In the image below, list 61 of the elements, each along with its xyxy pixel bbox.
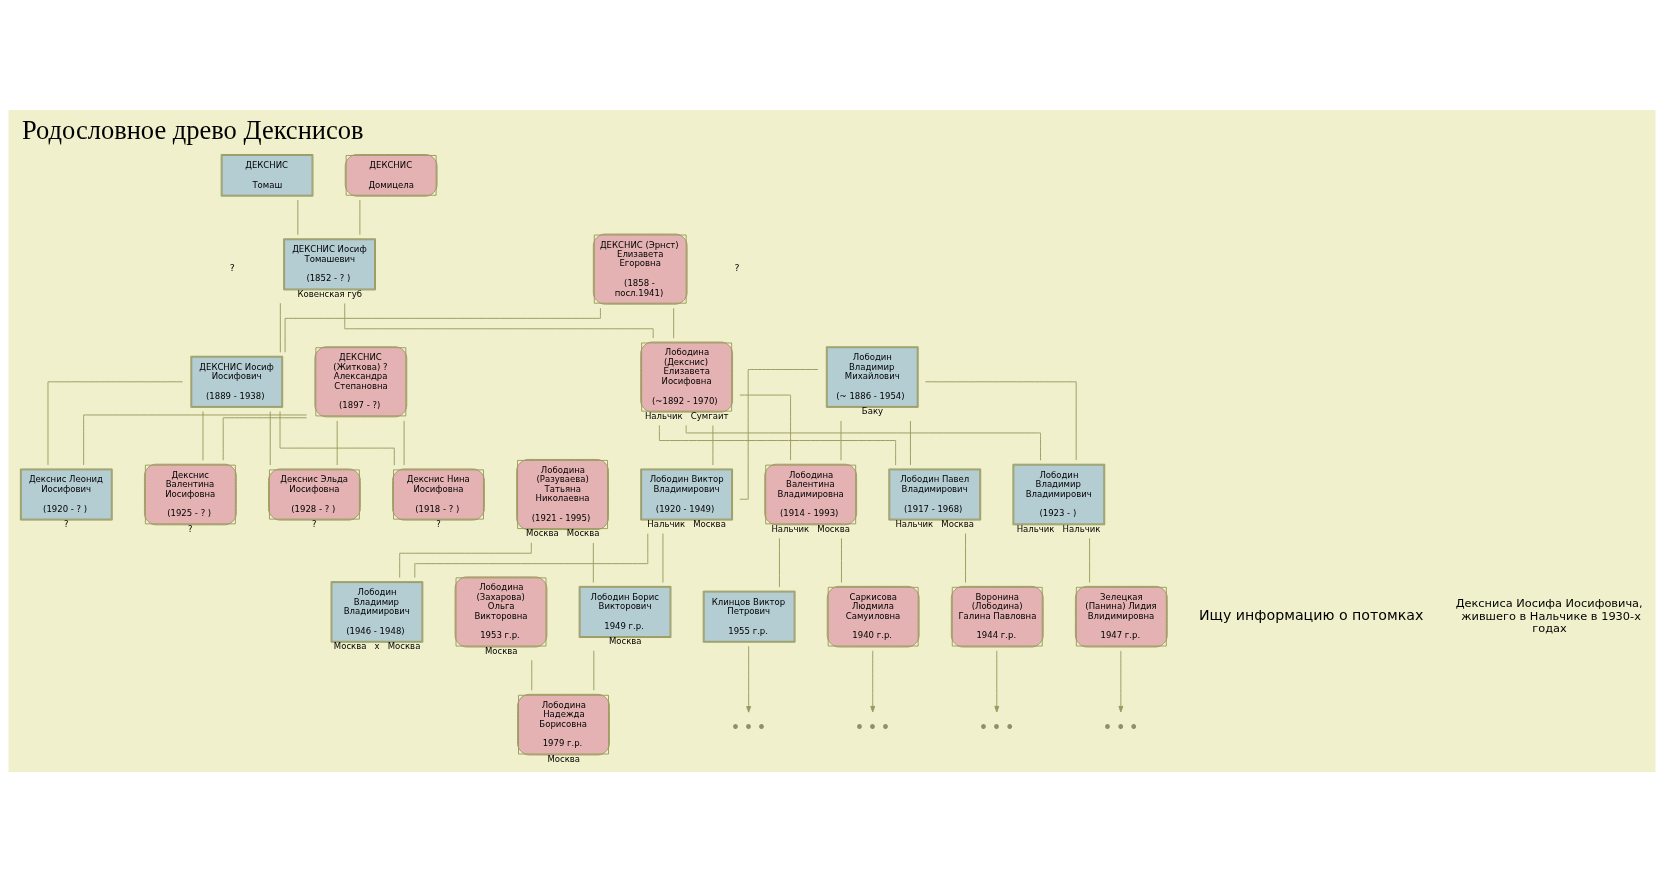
label: ? [229,262,235,274]
node-label: Нальчик Москва [647,518,726,529]
node-label: Ковенская губ [297,288,363,299]
connector [592,542,594,583]
label: Дексниса Иосифа Иосифовича, жившего в Нальчике в 1930-х годах [1455,596,1643,635]
node-text: • • • [855,719,890,735]
node-label: ? [187,523,193,534]
node-label: Нальчик Нальчик [1016,523,1101,534]
node-label: ? [312,518,317,529]
connector [284,307,601,353]
node-label: Москва [484,645,518,656]
node-label: Москва Москва [526,528,600,539]
connector [712,425,714,466]
node-label: Нальчик Москва [771,523,850,534]
connector [336,420,338,466]
connector [593,650,595,691]
label: ? [734,262,740,274]
arrow [870,650,876,713]
connector [909,420,911,466]
connector [359,199,361,236]
label: Ищу информацию о потомках [1198,607,1424,623]
connector [202,410,204,461]
connector [840,420,842,461]
connector [739,369,819,500]
arrow [1118,650,1124,713]
connector [344,303,654,339]
node-label: Нальчик Сумгаит [644,410,729,421]
connector [269,410,271,466]
connector [403,420,405,466]
node-text: • • • [731,719,766,735]
node-label: ? [63,518,69,529]
connector [658,424,897,466]
connector [673,307,675,339]
arrow [746,645,752,713]
node-label: Москва x Москва [333,641,421,652]
connector [279,411,395,466]
connector [222,417,307,461]
node-text: • • • [1103,719,1138,735]
connector [279,302,281,353]
node-label: Нальчик Москва [895,518,974,529]
connector [739,394,792,461]
diagram-title: Родословное древо Декснисов [21,114,364,145]
connector [1089,537,1091,583]
connector [47,381,184,466]
connector [841,537,842,583]
connector [414,533,649,579]
node-label: Москва [608,636,642,647]
connector [778,537,780,588]
connector [297,199,299,236]
connector [685,424,1041,461]
node-text: • • • [979,719,1014,735]
connector [83,414,308,466]
node-label: ? [436,518,441,529]
node-label: Баку [861,406,884,417]
node-label: Москва [547,753,581,764]
connector [925,381,1077,461]
connector [662,533,664,584]
connector [531,659,533,691]
connector [399,542,532,579]
connector [965,533,966,584]
arrow [994,650,1000,713]
